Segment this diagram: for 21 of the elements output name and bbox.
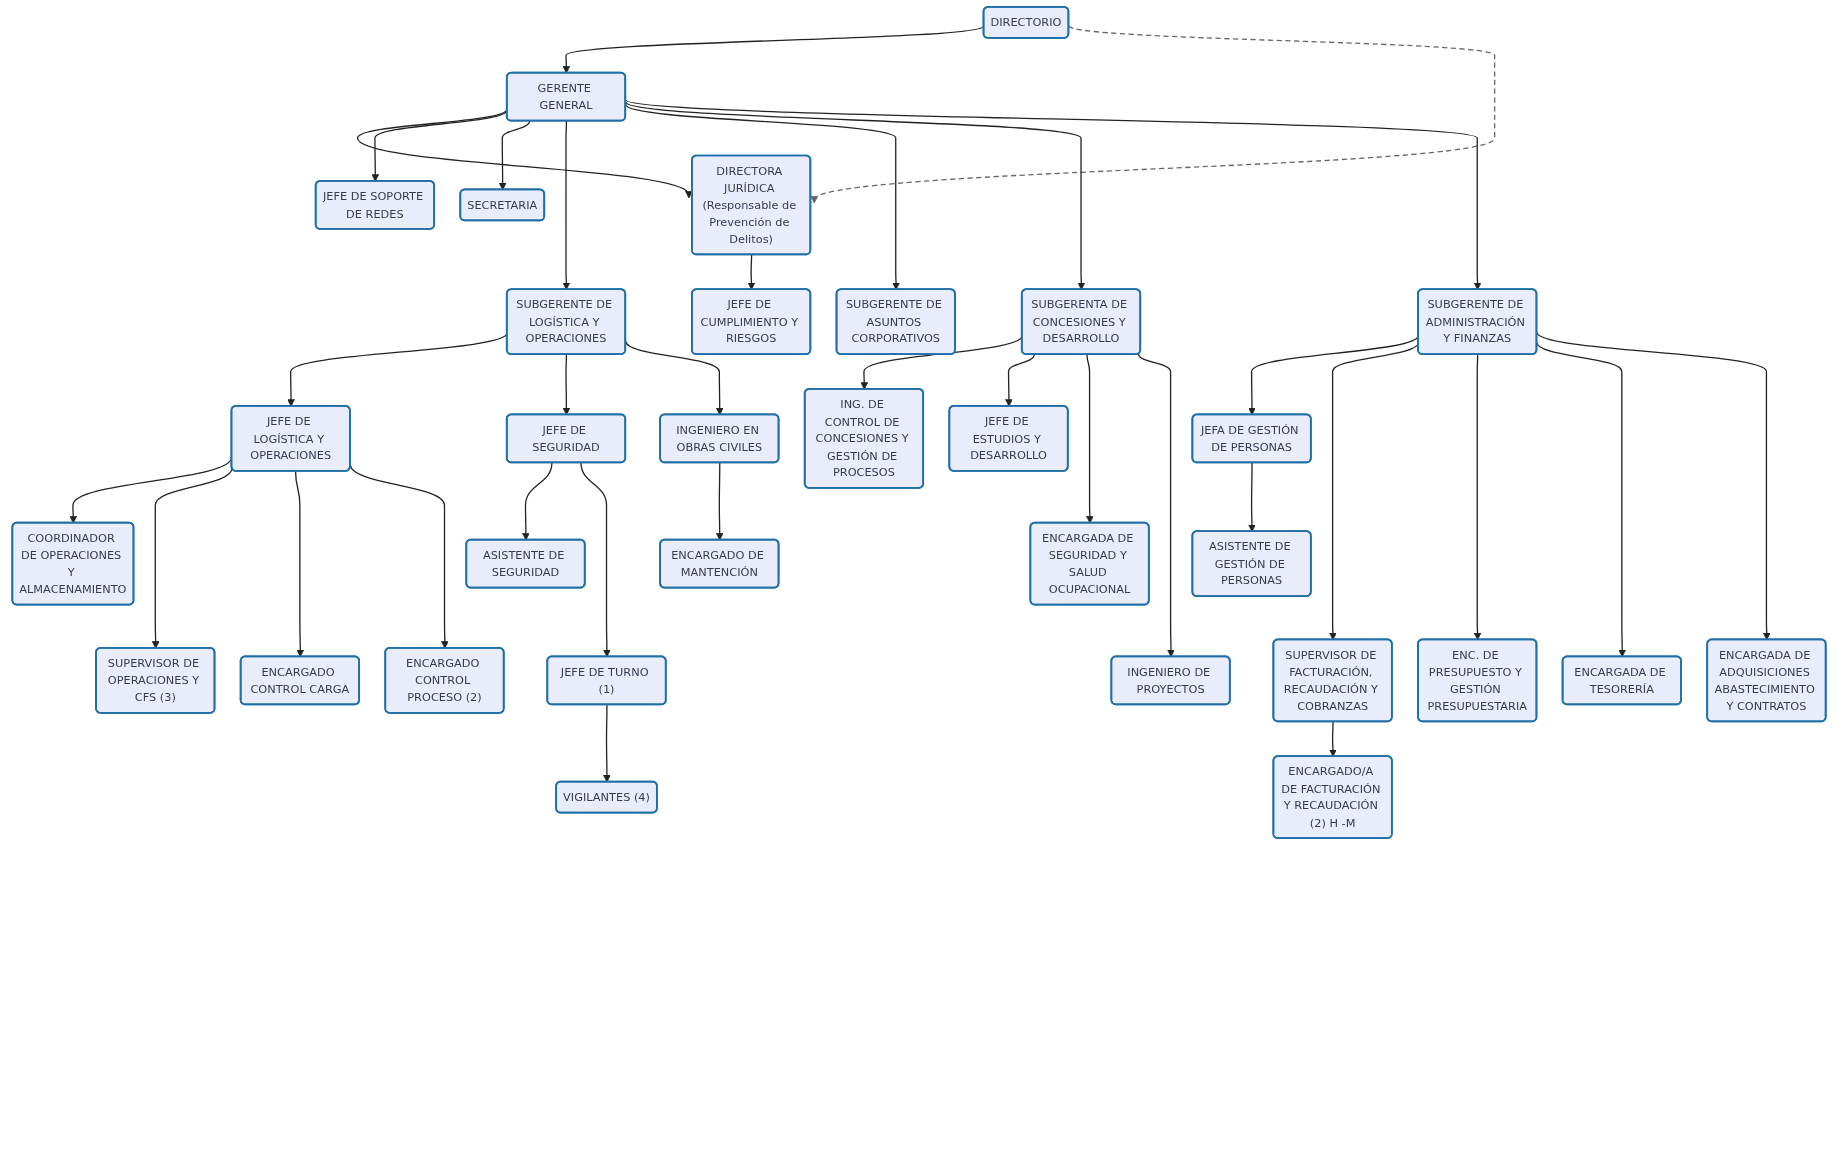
arrow: [1086, 353, 1094, 524]
arrow: [810, 25, 1496, 202]
arrow: [715, 462, 724, 541]
arrow: [1473, 353, 1482, 641]
arrow: [1248, 462, 1256, 532]
arrow: [603, 704, 611, 783]
arrow: [1536, 331, 1771, 641]
arrow: [1137, 353, 1175, 658]
arrow: [1005, 353, 1035, 407]
arrow: [747, 254, 756, 290]
arrow: [562, 353, 571, 416]
arrow: [625, 103, 900, 290]
arrow: [580, 462, 611, 658]
arrow: [625, 101, 1086, 290]
arrow: [625, 99, 1482, 290]
arrow: [294, 470, 305, 658]
arrow: [151, 467, 233, 649]
arrow: [522, 462, 553, 541]
arrow: [498, 120, 531, 191]
arrow: [562, 120, 571, 290]
arrow: [1329, 721, 1337, 757]
